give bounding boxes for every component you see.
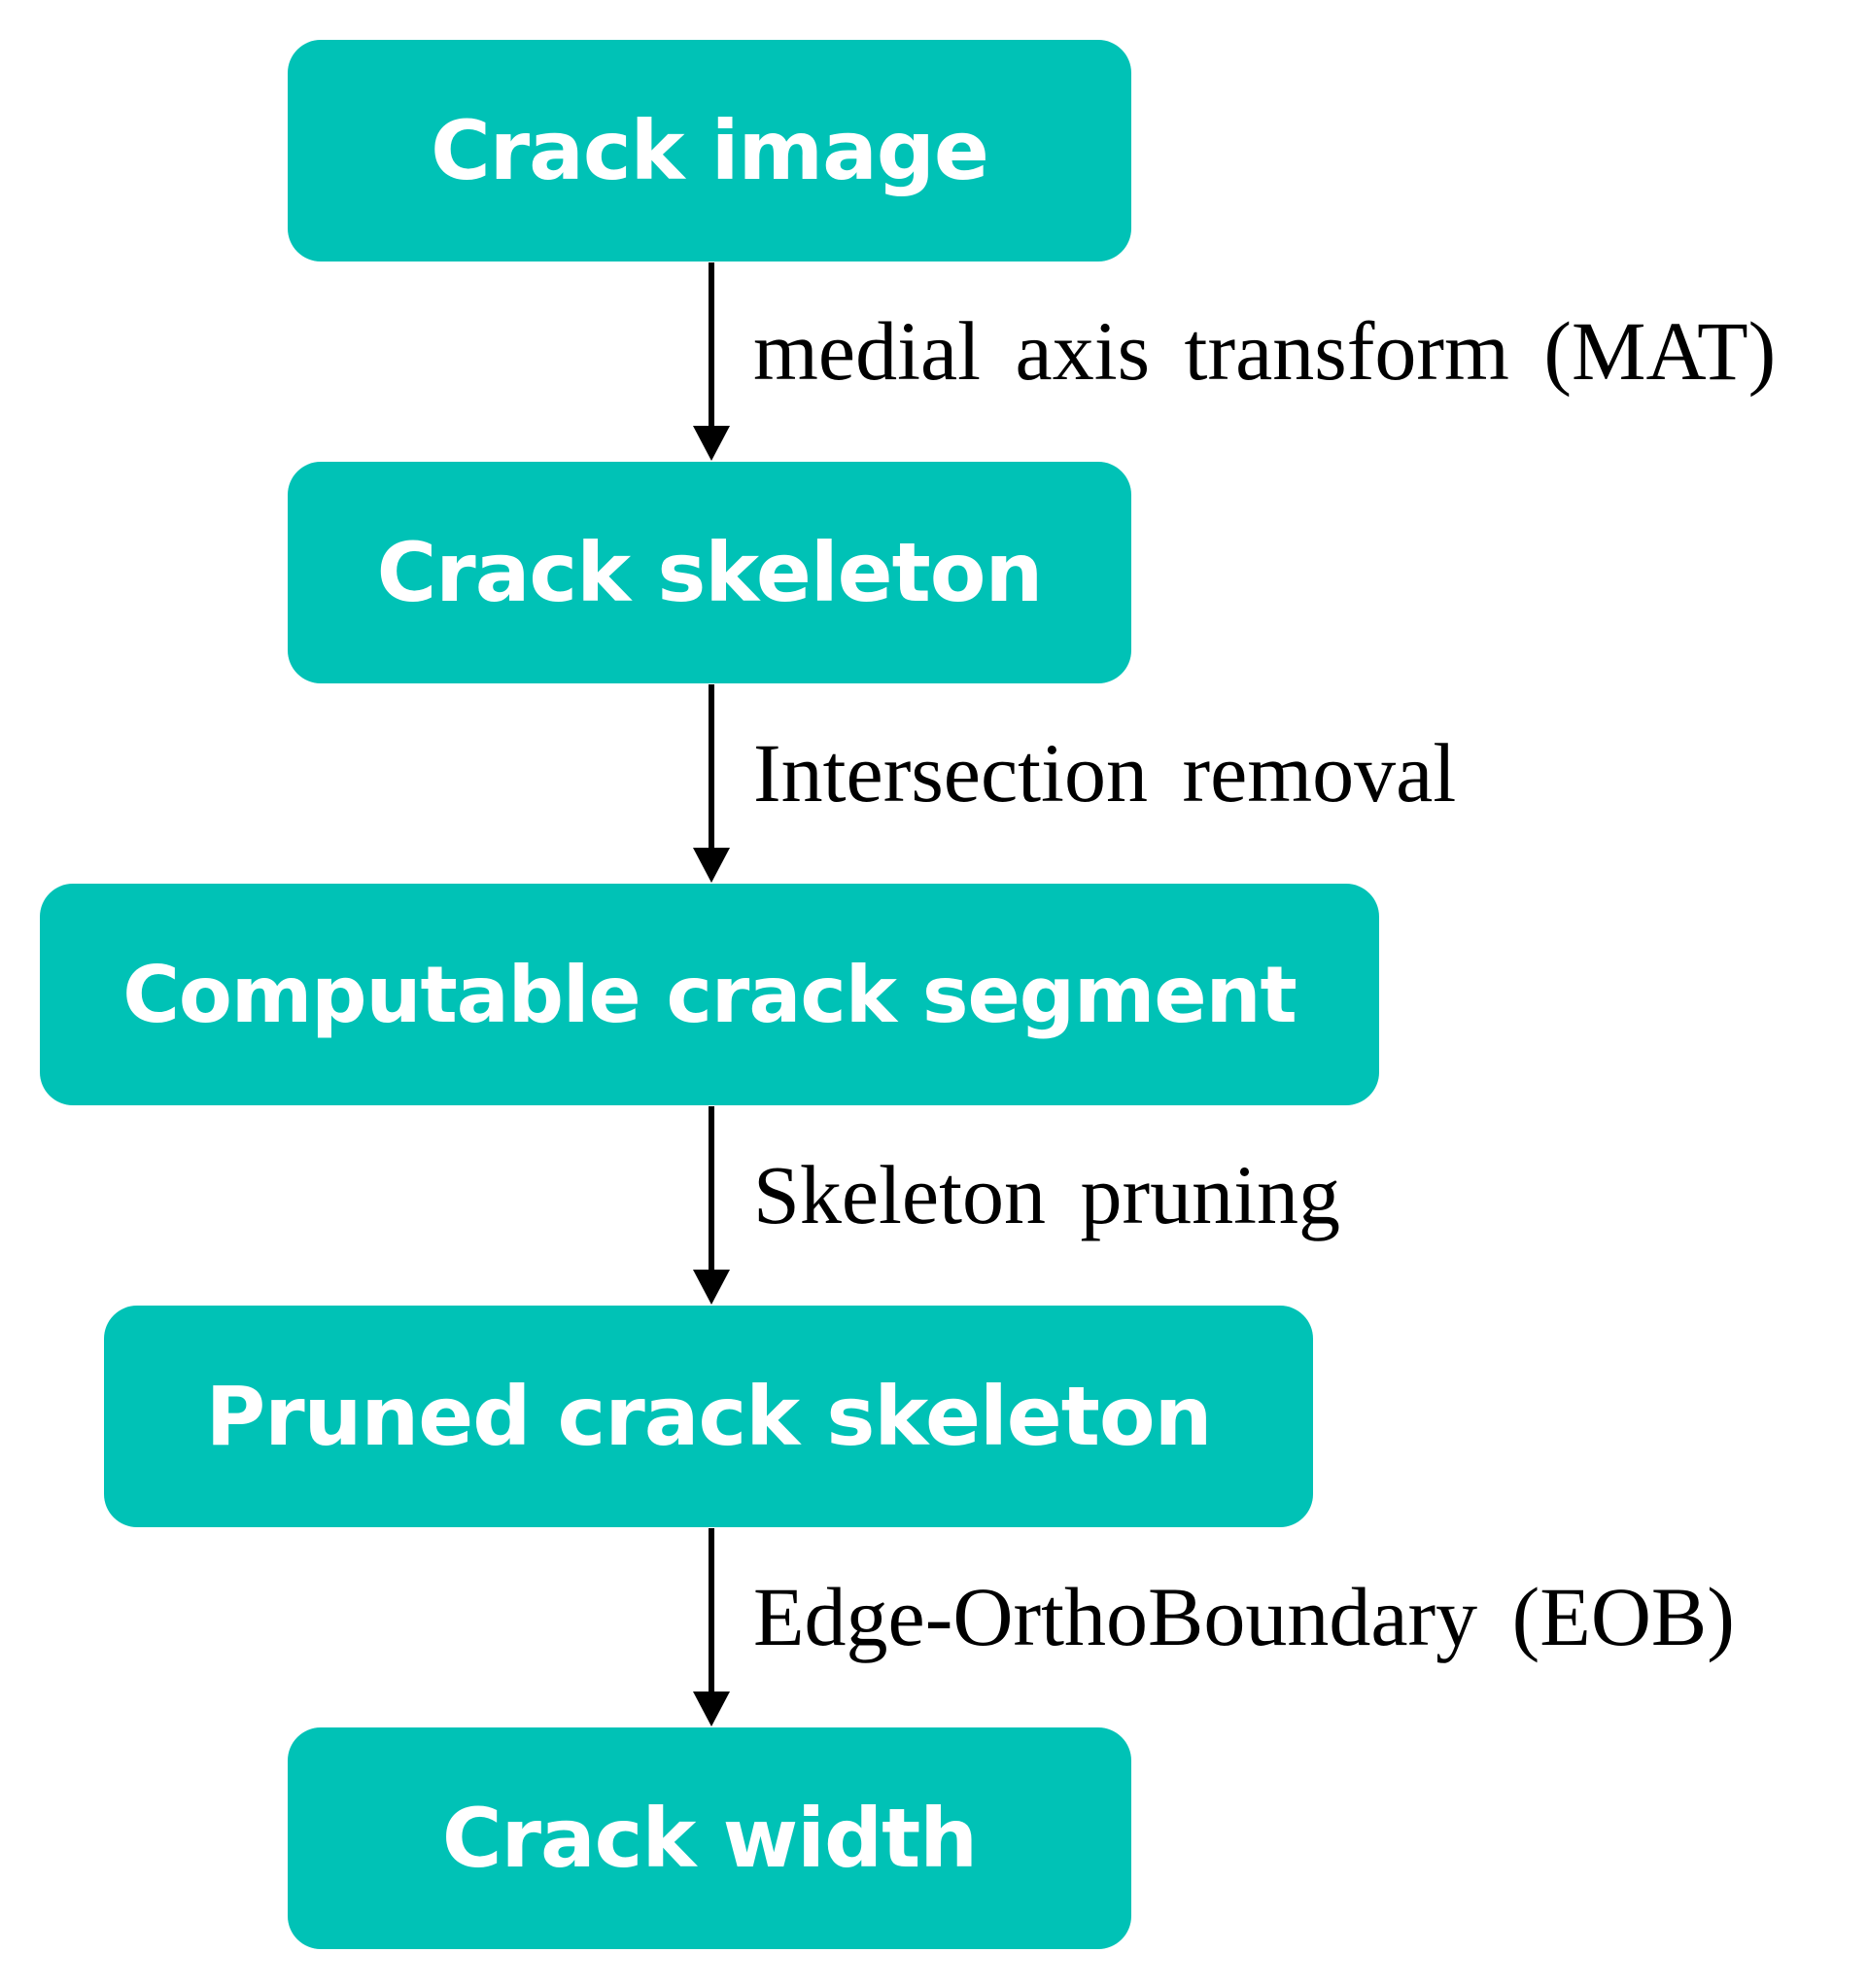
step-label: Pruned crack skeleton — [205, 1369, 1213, 1464]
step-crack-width: Crack width — [288, 1727, 1131, 1949]
step-pruned-crack-skeleton: Pruned crack skeleton — [104, 1306, 1313, 1527]
arrow-head-icon — [693, 426, 730, 461]
arrow-head-icon — [693, 1270, 730, 1305]
transition-label-mat: medial axis transform (MAT) — [753, 304, 1777, 398]
arrow-shaft — [709, 1528, 714, 1693]
arrow-head-icon — [693, 1692, 730, 1726]
step-crack-image: Crack image — [288, 40, 1131, 262]
step-label: Crack width — [441, 1791, 978, 1886]
flow-arrow — [693, 684, 730, 883]
arrow-shaft — [709, 684, 714, 850]
step-label: Crack skeleton — [376, 525, 1044, 620]
transition-label-skeleton-pruning: Skeleton pruning — [753, 1148, 1340, 1241]
arrow-head-icon — [693, 848, 730, 883]
step-crack-skeleton: Crack skeleton — [288, 462, 1131, 683]
arrow-shaft — [709, 1106, 714, 1272]
step-label: Computable crack segment — [122, 949, 1297, 1040]
transition-label-intersection-removal: Intersection removal — [753, 726, 1457, 820]
flow-arrow — [693, 1528, 730, 1726]
flow-arrow — [693, 1106, 730, 1305]
flow-arrow — [693, 262, 730, 461]
step-label: Crack image — [431, 103, 989, 198]
arrow-shaft — [709, 262, 714, 428]
step-computable-crack-segment: Computable crack segment — [40, 884, 1379, 1105]
transition-label-eob: Edge-OrthoBoundary (EOB) — [753, 1570, 1735, 1663]
